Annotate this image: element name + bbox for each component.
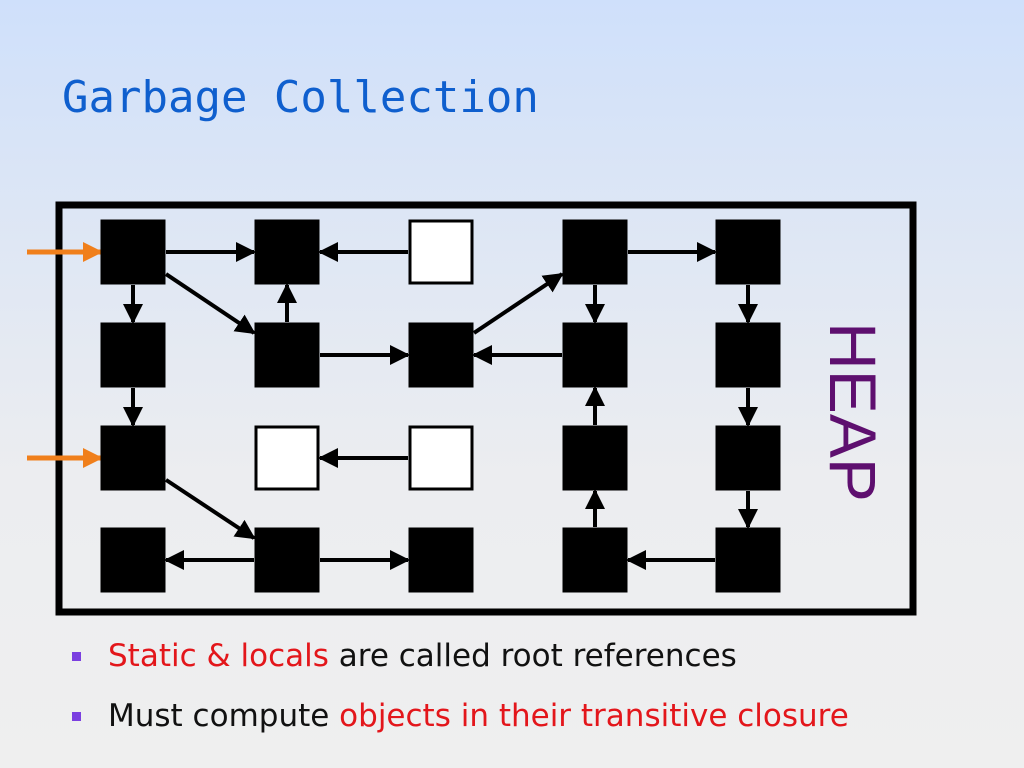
reachable-object-node — [715, 527, 781, 593]
reachable-object-node — [408, 527, 474, 593]
heap-border — [55, 201, 917, 616]
heap-label: HEAP — [816, 322, 890, 502]
objects-layer — [100, 219, 781, 593]
bullet-text: Must compute — [108, 698, 340, 734]
reachable-object-node — [715, 425, 781, 491]
bullet-marker-icon — [72, 712, 81, 721]
reachable-object-node — [100, 527, 166, 593]
reachable-object-node — [408, 322, 474, 388]
unreachable-object-node — [408, 219, 474, 285]
references-layer — [123, 242, 758, 570]
reachable-object-node — [100, 425, 166, 491]
bullet-root-references: Static & locals are called root referenc… — [72, 632, 849, 680]
unreachable-object-node — [408, 425, 474, 491]
bullet-list: Static & locals are called root referenc… — [72, 632, 849, 752]
reference-arrow — [472, 272, 564, 335]
reference-arrow — [164, 272, 256, 335]
unreachable-object-node — [254, 425, 320, 491]
reachable-object-node — [715, 322, 781, 388]
reachable-object-node — [562, 425, 628, 491]
reachable-object-node — [562, 322, 628, 388]
reachable-object-node — [100, 219, 166, 285]
reachable-object-node — [254, 219, 320, 285]
reachable-object-node — [715, 219, 781, 285]
reachable-object-node — [562, 527, 628, 593]
bullet-text: are called root references — [328, 638, 737, 674]
bullet-transitive-closure: Must compute objects in their transitive… — [72, 692, 849, 740]
bullet-marker-icon — [72, 652, 81, 661]
reachable-object-node — [254, 527, 320, 593]
bullet-highlight: Static & locals — [108, 638, 329, 674]
reachable-object-node — [562, 219, 628, 285]
root-arrows-layer — [27, 242, 103, 468]
reachable-object-node — [254, 322, 320, 388]
reference-arrow — [164, 478, 256, 540]
reachable-object-node — [100, 322, 166, 388]
bullet-highlight: objects in their transitive closure — [339, 698, 849, 734]
slide-title: Garbage Collection — [62, 72, 539, 123]
